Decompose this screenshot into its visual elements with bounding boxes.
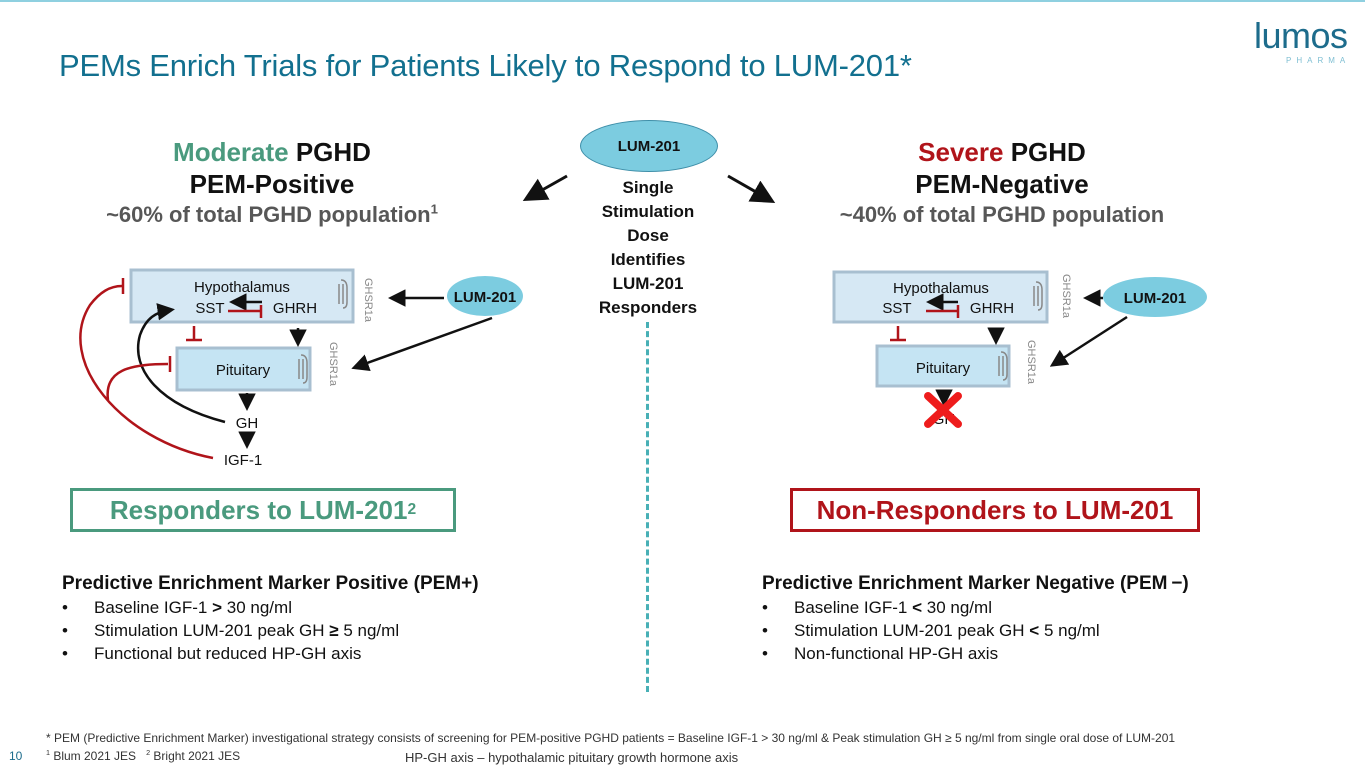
severity-moderate: Moderate: [173, 137, 289, 167]
center-line: LUM-201: [612, 274, 684, 293]
hypothalamus-box: [129, 268, 355, 324]
criteria-item: Stimulation LUM-201 peak GH < 5 ng/ml: [762, 619, 1189, 642]
center-lum201-ellipse: LUM-201: [580, 120, 718, 172]
receptor-label: GHSR1a: [327, 342, 339, 387]
top-accent-line: [0, 0, 1365, 2]
pituitary-label: Pituitary: [216, 362, 271, 379]
center-ellipse-label: LUM-201: [617, 137, 681, 155]
receptor-label: GHSR1a: [1025, 340, 1037, 385]
footnote-asterisk: * PEM (Predictive Enrichment Marker) inv…: [46, 731, 1176, 745]
non-responders-box: Non-Responders to LUM-201: [790, 488, 1200, 532]
drug-label: LUM-201: [1124, 290, 1187, 307]
responders-label: Responders to LUM-201: [109, 494, 408, 525]
pituitary-box: [175, 346, 312, 392]
ghrh-label: GHRH: [970, 300, 1014, 317]
footnote-abbreviation: HP-GH axis – hypothalamic pituitary grow…: [405, 750, 739, 765]
pituitary-label: Pituitary: [916, 360, 971, 377]
criteria-item: Baseline IGF-1 < 30 ng/ml: [762, 596, 1189, 619]
left-heading-rest: PGHD: [288, 137, 371, 167]
left-pem-status: PEM-Positive: [189, 169, 355, 199]
footnote-references: 1 Blum 2021 JES 2 Bright 2021 JES: [46, 748, 241, 763]
pituitary-box: [875, 344, 1011, 388]
logo-subtitle: PHARMA: [1286, 56, 1351, 65]
left-population: ~60% of total PGHD population1: [106, 201, 438, 227]
arrow-left: [522, 174, 568, 201]
arrow-right: [727, 174, 776, 203]
right-heading: Severe PGHD PEM-Negative ~40% of total P…: [800, 136, 1204, 230]
drug-to-pituitary-arrow: [1049, 315, 1128, 367]
center-line: Stimulation: [601, 202, 695, 221]
pem-positive-heading: Predictive Enrichment Marker Positive (P…: [62, 573, 479, 594]
right-pem-status: PEM-Negative: [915, 169, 1089, 199]
igf-feedback-pituitary: [106, 362, 169, 401]
hypothalamus-label: Hypothalamus: [893, 280, 989, 297]
hypothalamus-label: Hypothalamus: [194, 279, 290, 296]
right-population: ~40% of total PGHD population: [839, 202, 1165, 227]
criteria-item: Non-functional HP-GH axis: [762, 642, 1189, 665]
center-line: Single: [622, 178, 674, 197]
receptor-label: GHSR1a: [1060, 274, 1072, 319]
pem-positive-criteria: Predictive Enrichment Marker Positive (P…: [62, 572, 479, 665]
criteria-item: Functional but reduced HP-GH axis: [62, 642, 479, 665]
gh-feedback-arrow: [136, 303, 226, 424]
receptor-icon: [998, 351, 1008, 381]
right-hp-axis-diagram: Hypothalamus SST GHRH GHSR1a Pituitary G…: [832, 270, 1207, 428]
receptor-label: GHSR1a: [362, 278, 374, 323]
left-hp-axis-diagram: Hypothalamus SST GHRH GHSR1a Pituitary G…: [79, 268, 523, 469]
criteria-item: Stimulation LUM-201 peak GH ≥ 5 ng/ml: [62, 619, 479, 642]
igf-label: IGF-1: [224, 452, 262, 469]
center-description: Single Stimulation Dose Identifies LUM-2…: [578, 176, 718, 320]
criteria-item: Baseline IGF-1 > 30 ng/ml: [62, 596, 479, 619]
logo-word: lumos: [1254, 15, 1348, 56]
left-heading: Moderate PGHD PEM-Positive ~60% of total…: [60, 136, 484, 230]
pem-negative-criteria: Predictive Enrichment Marker Negative (P…: [762, 572, 1189, 665]
drug-to-pituitary-arrow: [351, 316, 493, 371]
receptor-icon: [338, 279, 348, 309]
sst-label: SST: [882, 300, 911, 317]
page-number: 10: [9, 749, 23, 763]
slide-title: PEMs Enrich Trials for Patients Likely t…: [59, 48, 912, 83]
igf-feedback-hypothalamus: [79, 284, 214, 460]
center-line: Responders: [598, 298, 698, 317]
dashed-divider: [646, 322, 649, 692]
drug-label: LUM-201: [454, 289, 517, 306]
receptor-icon: [1033, 281, 1043, 311]
severity-severe: Severe: [918, 137, 1004, 167]
pem-negative-heading: Predictive Enrichment Marker Negative (P…: [762, 573, 1189, 594]
right-heading-rest: PGHD: [1003, 137, 1086, 167]
center-line: Dose: [627, 226, 669, 245]
center-line: Identifies: [610, 250, 686, 269]
gh-label: GH: [236, 415, 259, 432]
ghrh-label: GHRH: [273, 300, 317, 317]
receptor-icon: [298, 354, 308, 384]
sst-label: SST: [195, 300, 224, 317]
drug-ellipse: [447, 276, 523, 316]
drug-ellipse: [1103, 277, 1207, 317]
non-responders-label: Non-Responders to LUM-201: [816, 494, 1174, 525]
lumos-pharma-logo: lumos PHARMA: [1250, 16, 1360, 66]
blocked-x-icon: [924, 392, 962, 428]
